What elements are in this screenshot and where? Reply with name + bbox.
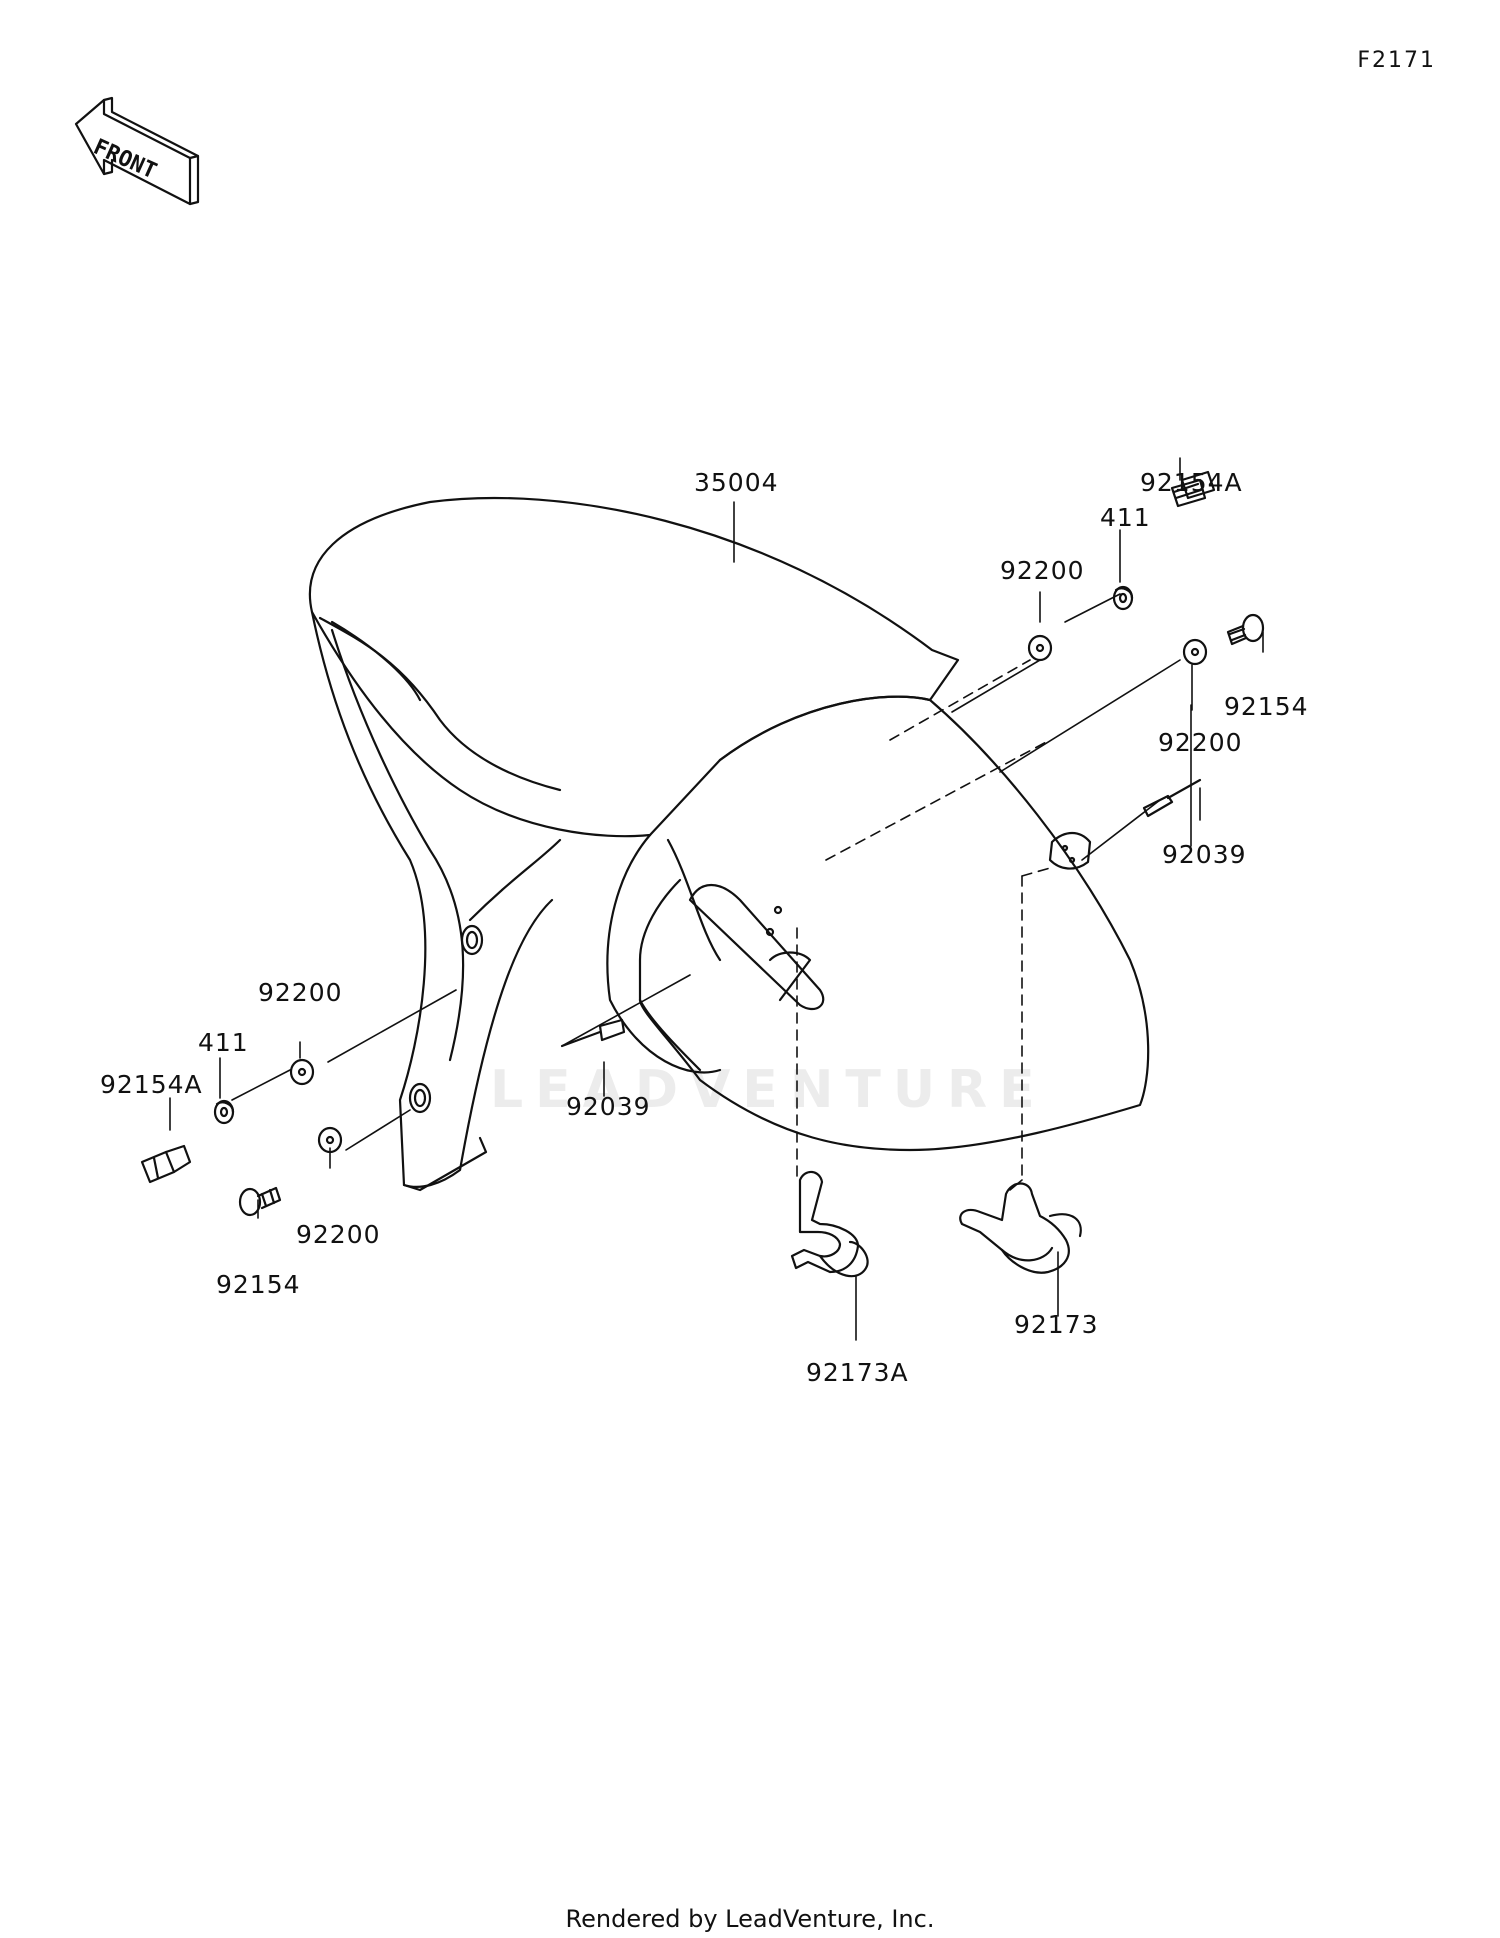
collar-icon[interactable] — [213, 1099, 235, 1125]
bolt-icon[interactable] — [1170, 470, 1216, 508]
part-label-collar[interactable]: 411 — [198, 1028, 249, 1057]
rivet-icon[interactable] — [1142, 778, 1202, 818]
washer-icon[interactable] — [1182, 638, 1208, 666]
part-label-clamp[interactable]: 92173 — [1014, 1310, 1099, 1339]
washer-icon[interactable] — [289, 1058, 315, 1086]
bolt-icon[interactable] — [140, 1144, 192, 1184]
footer-credit: Rendered by LeadVenture, Inc. — [565, 1905, 935, 1933]
washer-icon[interactable] — [1027, 634, 1053, 662]
front-arrow-icon: FRONT — [74, 96, 200, 206]
part-label-clamp[interactable]: 92173A — [806, 1358, 909, 1387]
bolt-icon[interactable] — [238, 1186, 282, 1217]
part-label-rivet[interactable]: 92039 — [1162, 840, 1247, 869]
bolt-icon[interactable] — [1226, 613, 1265, 646]
collar-icon[interactable] — [1112, 585, 1134, 611]
washer-icon[interactable] — [317, 1126, 343, 1154]
part-label-bolt[interactable]: 92154A — [100, 1070, 203, 1099]
leader-lines — [169, 457, 1264, 1341]
watermark: LEADVENTURE — [490, 1060, 1047, 1120]
part-label-washer[interactable]: 92200 — [1158, 728, 1243, 757]
part-label-rivet[interactable]: 92039 — [566, 1092, 651, 1121]
rivet-icon[interactable] — [560, 1018, 626, 1048]
part-label-washer[interactable]: 92200 — [296, 1220, 381, 1249]
part-label-washer[interactable]: 92200 — [258, 978, 343, 1007]
part-label-bolt[interactable]: 92154 — [1224, 692, 1309, 721]
part-label-washer[interactable]: 92200 — [1000, 556, 1085, 585]
clamp-bracket-icon[interactable] — [959, 1182, 1082, 1274]
diagram-code: F2171 — [1357, 48, 1436, 73]
part-label-bolt[interactable]: 92154 — [216, 1270, 301, 1299]
clamp-bracket-icon[interactable] — [790, 1170, 869, 1278]
part-label-collar[interactable]: 411 — [1100, 503, 1151, 532]
part-label-bolt[interactable]: 92154A — [1140, 468, 1243, 497]
part-label-fender[interactable]: 35004 — [694, 468, 779, 497]
front-fender[interactable] — [308, 496, 1150, 1192]
